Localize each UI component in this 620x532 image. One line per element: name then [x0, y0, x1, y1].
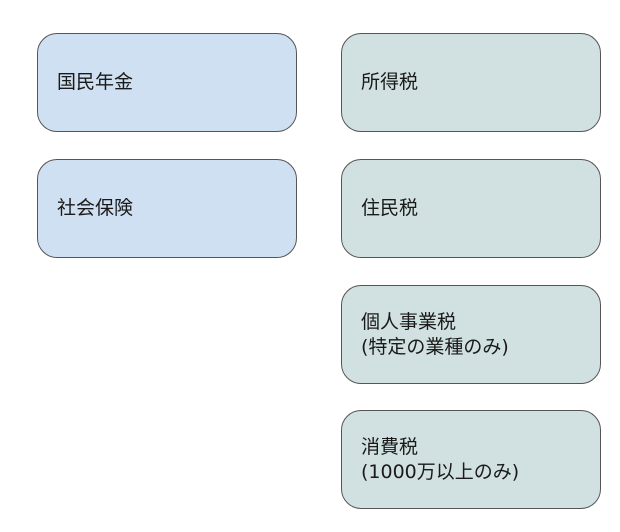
box-label: 消費税 (1000万以上のみ)	[361, 435, 520, 483]
box-shakai-hoken: 社会保険	[37, 159, 297, 258]
box-label: 住民税	[361, 197, 419, 219]
box-label: 個人事業税 (特定の業種のみ)	[361, 310, 509, 358]
box-label: 社会保険	[57, 197, 134, 219]
box-shotokuzei: 所得税	[341, 33, 601, 132]
box-shohizei: 消費税 (1000万以上のみ)	[341, 410, 601, 509]
box-label: 所得税	[361, 71, 419, 93]
box-label: 国民年金	[57, 71, 134, 93]
box-kokumin-nenkin: 国民年金	[37, 33, 297, 132]
box-juminzei: 住民税	[341, 159, 601, 258]
box-kojin-jigyozei: 個人事業税 (特定の業種のみ)	[341, 285, 601, 384]
